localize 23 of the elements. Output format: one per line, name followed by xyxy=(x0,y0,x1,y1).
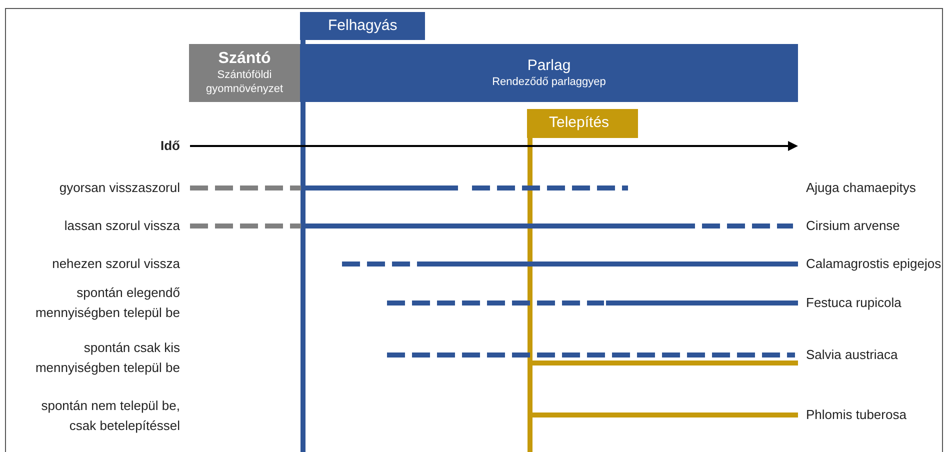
phase-tab xyxy=(300,12,425,40)
species-name: Festuca rupicola xyxy=(806,294,902,312)
tab-title: Felhagyás xyxy=(328,16,398,36)
tab-title: Telepítés xyxy=(549,114,610,133)
phase-box xyxy=(300,44,798,102)
species-name: Calamagrostis epigejos xyxy=(806,255,942,273)
species-name: Ajuga chamaepitys xyxy=(806,179,916,197)
axis-label: Idő xyxy=(160,137,180,155)
box-title: Parlag xyxy=(527,56,571,76)
box-title: Szántó xyxy=(218,49,271,70)
box-subtitle: Rendeződő parlaggyep xyxy=(492,76,606,90)
species-name: Salvia austriaca xyxy=(806,346,898,364)
row-label: gyorsan visszaszorul xyxy=(59,179,180,197)
species-name: Cirsium arvense xyxy=(806,217,900,235)
row-label: nehezen szorul vissza xyxy=(52,255,180,273)
phase-box xyxy=(189,44,300,102)
species-name: Phlomis tuberosa xyxy=(806,406,906,424)
row-label: lassan szorul vissza xyxy=(64,217,180,235)
row-label: spontán nem települ be, csak betelepítéssel xyxy=(40,397,180,435)
row-label: spontán csak kis mennyiségben települ be xyxy=(34,339,180,377)
row-label: spontán elegendő mennyiségben települ be xyxy=(34,284,180,322)
box-subtitle: Szántóföldi gyomnövényzet xyxy=(204,69,284,97)
phase-tab xyxy=(527,109,638,138)
